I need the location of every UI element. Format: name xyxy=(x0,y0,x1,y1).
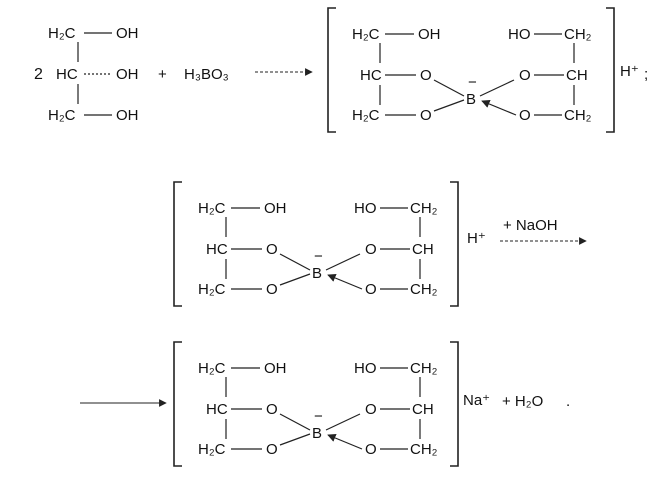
naoh-reagent: + NaOH xyxy=(503,217,558,234)
terminal-period: . xyxy=(566,393,570,410)
right-bracket xyxy=(450,181,459,307)
glycerol-ch2-top-label: H₂C xyxy=(48,25,76,42)
right-ho-label: HO xyxy=(354,200,377,217)
left-ch-label: HC xyxy=(206,241,228,258)
negative-charge: − xyxy=(314,408,323,425)
bond xyxy=(325,253,361,271)
left-bracket xyxy=(173,341,182,467)
right-ch2-bottom-label: CH₂ xyxy=(410,281,438,298)
left-oh-label: OH xyxy=(264,360,287,377)
right-ch2-top-label: CH₂ xyxy=(410,360,438,377)
left-o-middle: O xyxy=(266,241,278,258)
bond xyxy=(279,253,311,271)
bond xyxy=(433,99,465,112)
glycerol-ch2-bottom-label: H₂C xyxy=(48,107,76,124)
right-ch-label: CH xyxy=(566,67,588,84)
right-ch2-bottom-label: CH₂ xyxy=(564,107,592,124)
right-ch2-top-label: CH₂ xyxy=(564,26,592,43)
dative-bond-arrow xyxy=(327,433,363,450)
bond xyxy=(479,79,515,97)
separator-semicolon: ; xyxy=(644,66,648,83)
negative-charge: − xyxy=(314,248,323,265)
boron-label: B xyxy=(312,265,322,282)
sodium-cation: Na⁺ xyxy=(463,392,490,409)
left-ch2-top-label: H₂C xyxy=(198,360,226,377)
bond xyxy=(279,433,311,446)
borate-complex-2: H₂C HC H₂C OH O O B− HO O O CH₂ CH CH₂ xyxy=(173,181,459,307)
right-o-bottom: O xyxy=(519,107,531,124)
bond xyxy=(325,413,361,431)
right-ch2-bottom-label: CH₂ xyxy=(410,441,438,458)
left-ch-label: HC xyxy=(206,401,228,418)
bond xyxy=(279,413,311,431)
negative-charge: − xyxy=(468,74,477,91)
right-ho-label: HO xyxy=(508,26,531,43)
left-o-bottom: O xyxy=(266,441,278,458)
boron-label: B xyxy=(312,425,322,442)
bond xyxy=(433,79,465,97)
hydrogen-cation-1: H⁺ xyxy=(620,63,639,80)
left-o-bottom: O xyxy=(420,107,432,124)
left-o-middle: O xyxy=(420,67,432,84)
left-ch-label: HC xyxy=(360,67,382,84)
right-o-middle: O xyxy=(519,67,531,84)
plus-sign: + xyxy=(158,66,167,83)
glycerol-oh-bottom-label: OH xyxy=(116,107,139,124)
water-product: + H₂O xyxy=(502,393,543,410)
left-ch2-top-label: H₂C xyxy=(198,200,226,217)
left-o-middle: O xyxy=(266,401,278,418)
left-oh-label: OH xyxy=(418,26,441,43)
left-bracket xyxy=(327,7,336,133)
left-bracket xyxy=(173,181,182,307)
dative-bond-arrow xyxy=(327,273,363,290)
left-ch2-bottom-label: H₂C xyxy=(198,441,226,458)
glycerol-oh-top-label: OH xyxy=(116,25,139,42)
right-o-middle: O xyxy=(365,401,377,418)
boron-label: B xyxy=(466,91,476,108)
right-ch2-top-label: CH₂ xyxy=(410,200,438,217)
right-ch-label: CH xyxy=(412,241,434,258)
boric-acid-formula: H₃BO₃ xyxy=(184,66,229,83)
stoich-coefficient: 2 xyxy=(34,66,43,83)
right-o-bottom: O xyxy=(365,441,377,458)
bond xyxy=(279,273,311,286)
left-ch2-top-label: H₂C xyxy=(352,26,380,43)
right-ch-label: CH xyxy=(412,401,434,418)
glycerol-reactant: 2 H₂C HC H₂C OH OH OH xyxy=(34,25,139,124)
left-oh-label: OH xyxy=(264,200,287,217)
left-ch2-bottom-label: H₂C xyxy=(198,281,226,298)
glycerol-oh-middle-label: OH xyxy=(116,66,139,83)
borate-complex-3: H₂C HC H₂C OH O O B− HO O O CH₂ CH CH₂ xyxy=(173,341,459,467)
right-bracket xyxy=(606,7,615,133)
right-o-middle: O xyxy=(365,241,377,258)
glycerol-ch-label: HC xyxy=(56,66,78,83)
left-o-bottom: O xyxy=(266,281,278,298)
left-ch2-bottom-label: H₂C xyxy=(352,107,380,124)
borate-complex-1: H₂C HC H₂C OH O O B− HO O O CH₂ CH CH₂ xyxy=(327,7,615,133)
right-bracket xyxy=(450,341,459,467)
dative-bond-arrow xyxy=(481,99,517,116)
hydrogen-cation-2: H⁺ xyxy=(467,230,486,247)
right-o-bottom: O xyxy=(365,281,377,298)
right-ho-label: HO xyxy=(354,360,377,377)
